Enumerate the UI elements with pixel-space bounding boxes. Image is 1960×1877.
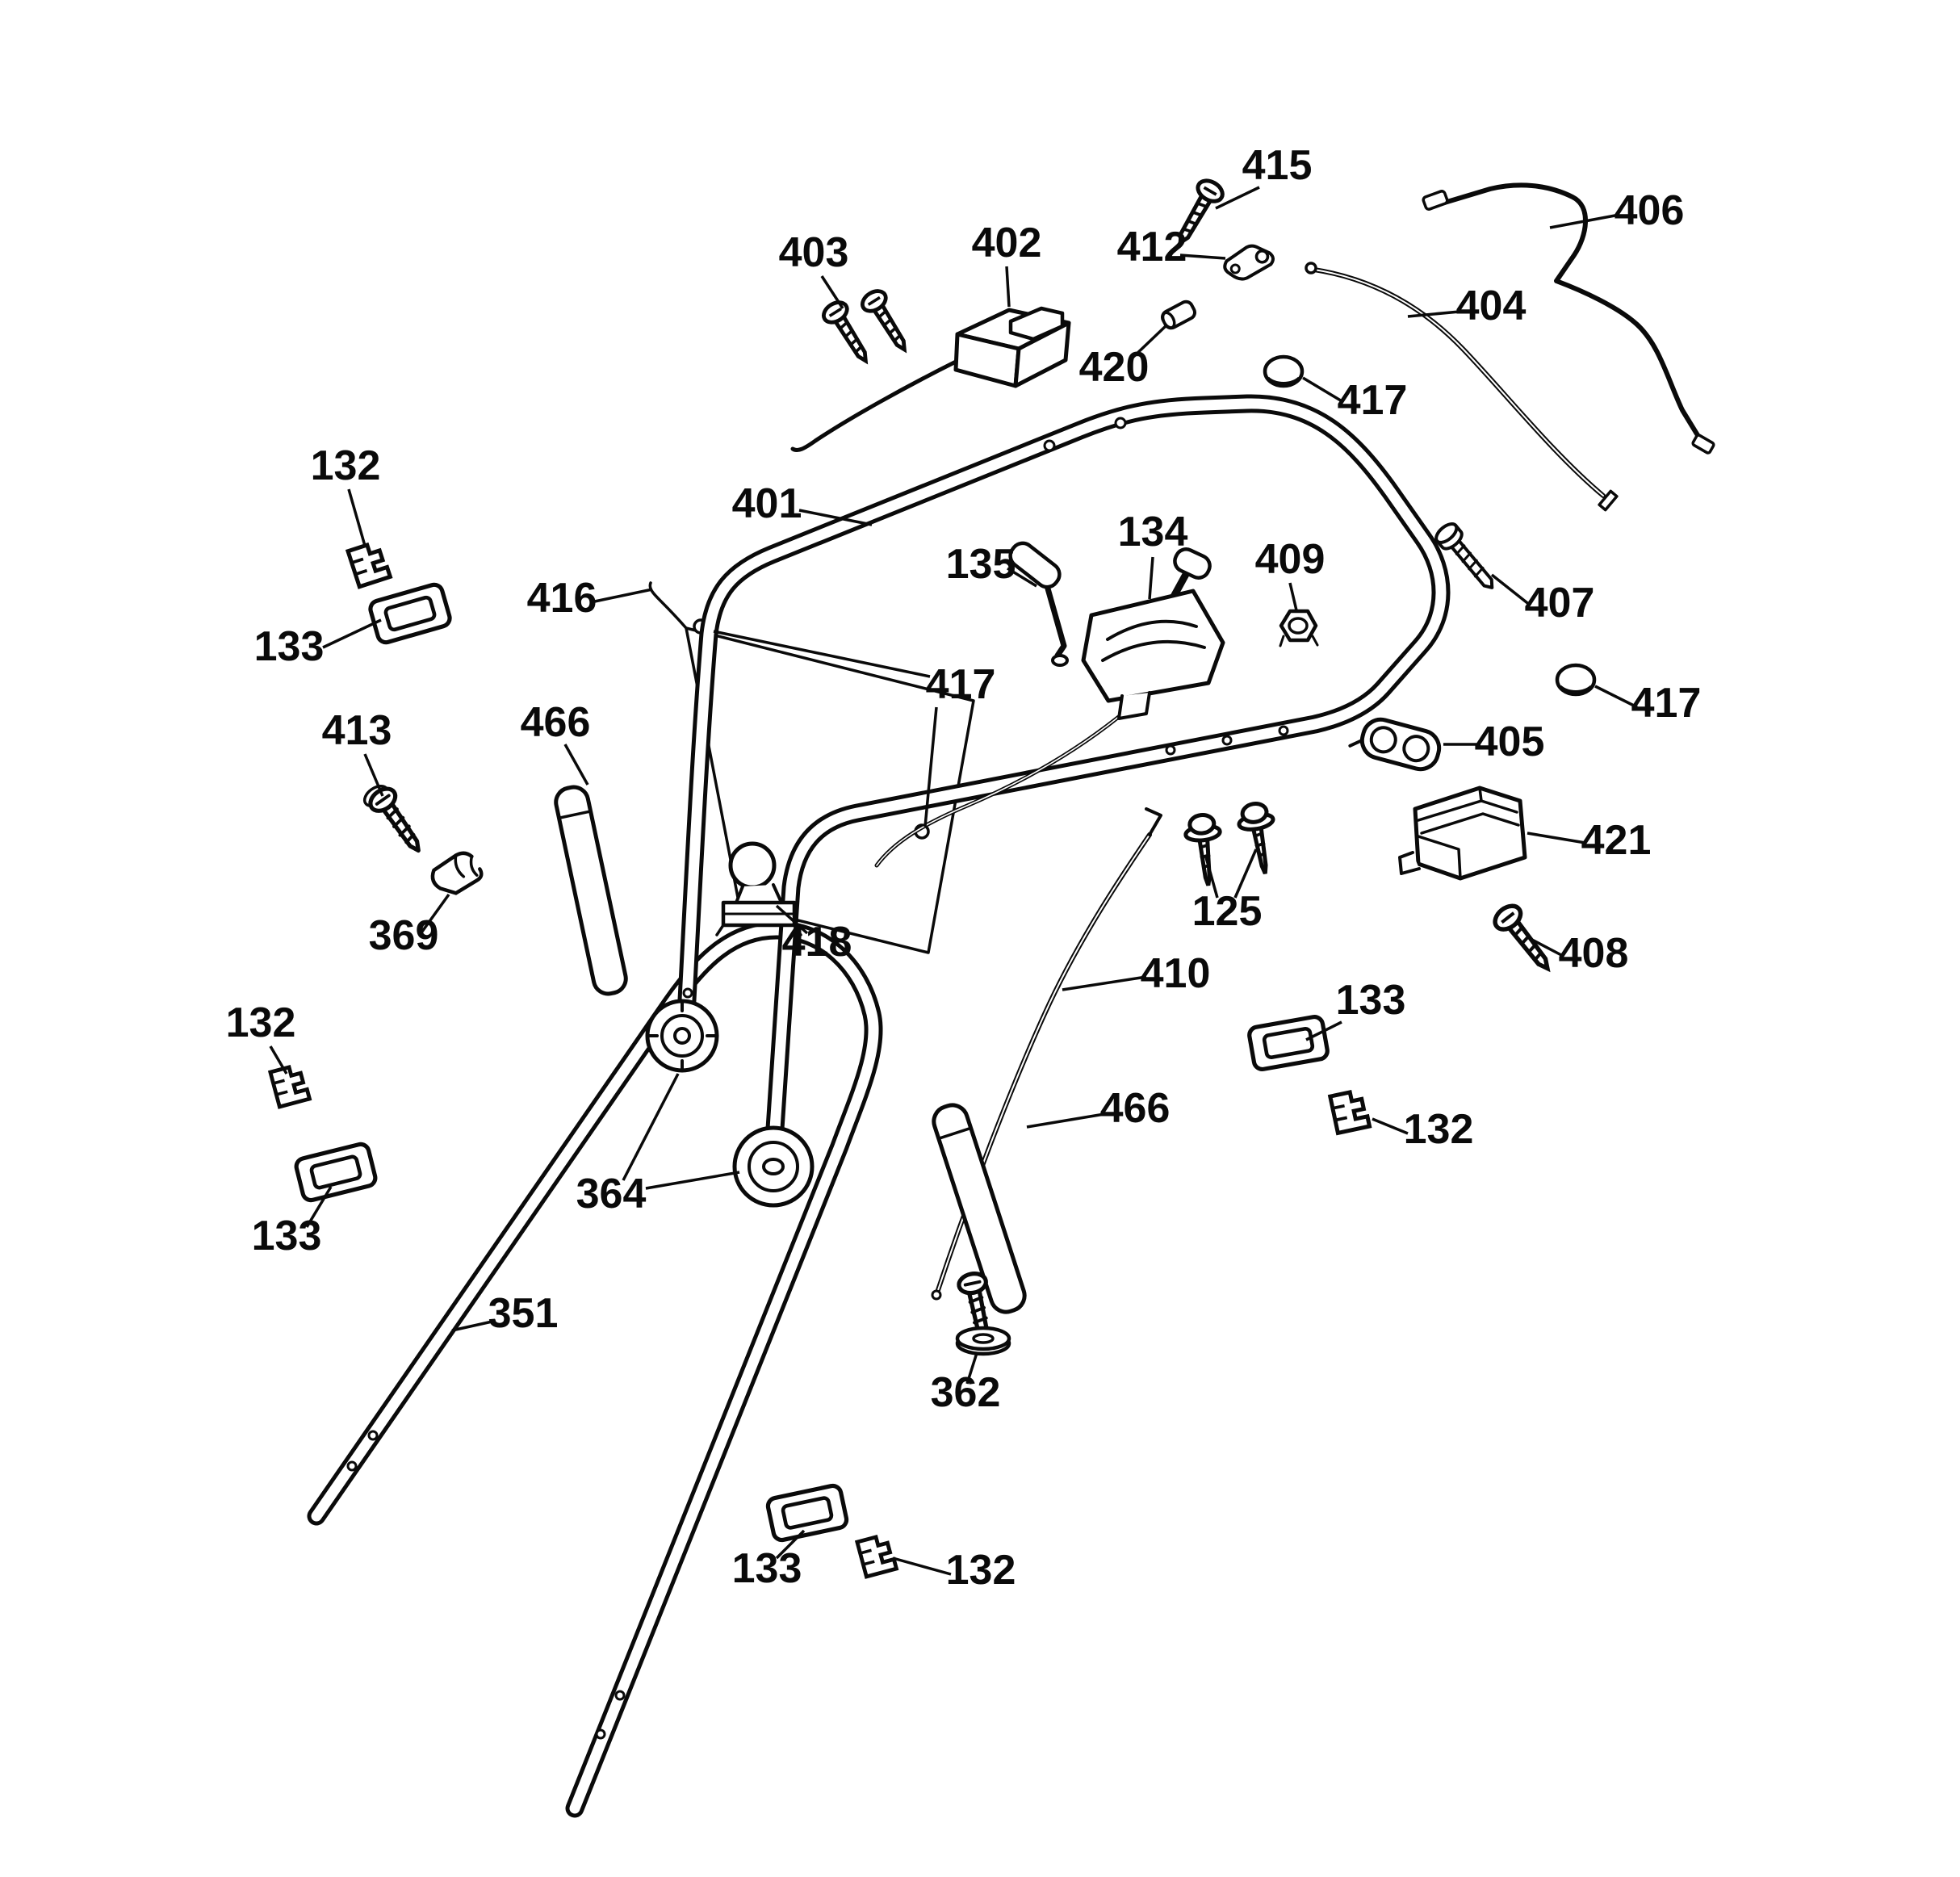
plate-133-midleft — [295, 1142, 377, 1202]
cable-404 — [1305, 262, 1619, 512]
grip-466-right — [932, 1103, 1027, 1314]
knob-364-lower — [732, 1125, 815, 1208]
cap-417-top — [1265, 357, 1302, 386]
part-label-402: 402 — [972, 220, 1042, 266]
part-label-125: 125 — [1192, 888, 1263, 935]
part-label-407: 407 — [1525, 580, 1595, 626]
plate-133-bottom — [767, 1485, 848, 1542]
part-label-404: 404 — [1456, 283, 1527, 329]
plate-133-topleft — [368, 583, 451, 644]
screw-125-b — [1236, 801, 1282, 877]
part-label-418: 418 — [782, 919, 852, 966]
part-label-405: 405 — [1475, 719, 1545, 765]
part-label-133-midleft: 133 — [252, 1213, 322, 1259]
screw-362 — [957, 1272, 1011, 1356]
lever-412 — [1223, 244, 1275, 281]
cap-417-right — [1557, 665, 1594, 694]
part-label-413: 413 — [322, 707, 392, 754]
part-label-408: 408 — [1559, 930, 1629, 977]
part-label-466-left: 466 — [521, 699, 591, 746]
part-label-132-right: 132 — [1404, 1106, 1474, 1153]
part-label-351: 351 — [488, 1290, 559, 1337]
upper-handle-401 — [675, 394, 1451, 1163]
part-label-401: 401 — [732, 480, 802, 527]
clip-132-right — [1330, 1090, 1370, 1133]
part-label-135: 135 — [946, 541, 1016, 588]
lower-handle-351 — [307, 920, 883, 1818]
part-label-134: 134 — [1118, 509, 1188, 555]
clip-369 — [430, 851, 484, 895]
part-label-369: 369 — [369, 912, 439, 959]
lever-135 — [1008, 541, 1069, 667]
part-label-417-right: 417 — [1631, 680, 1702, 727]
part-label-364: 364 — [576, 1171, 647, 1217]
part-label-409: 409 — [1255, 536, 1326, 583]
part-label-466-right: 466 — [1100, 1085, 1171, 1132]
part-label-132-topleft: 132 — [311, 442, 381, 489]
clip-132-midleft — [270, 1064, 310, 1107]
clamp-405 — [1348, 717, 1442, 772]
screw-413 — [362, 782, 429, 859]
knob-364-upper — [645, 999, 719, 1073]
spacer-420 — [1160, 300, 1197, 330]
plate-133-right — [1248, 1016, 1329, 1070]
part-label-410: 410 — [1141, 950, 1211, 997]
screw-408 — [1491, 901, 1559, 977]
part-label-403: 403 — [779, 229, 849, 276]
part-label-362: 362 — [931, 1369, 1001, 1416]
leader-lines — [269, 186, 1638, 1576]
clip-132-topleft — [348, 541, 390, 586]
part-label-133-topleft: 133 — [254, 623, 325, 670]
part-label-415: 415 — [1242, 142, 1313, 189]
tube-holes — [346, 417, 1289, 1740]
part-label-406: 406 — [1614, 187, 1685, 234]
clip-132-bottom — [857, 1534, 897, 1577]
rod-406 — [1422, 182, 1715, 455]
part-label-133-bottom: 133 — [732, 1545, 802, 1592]
clip-418 — [715, 841, 802, 936]
switch-box-402 — [790, 306, 1071, 453]
part-label-420: 420 — [1079, 344, 1150, 391]
part-label-133-right: 133 — [1336, 977, 1406, 1024]
part-labels: 415 406 403 402 412 404 420 417 132 401 … — [226, 142, 1702, 1594]
part-label-417-mid: 417 — [926, 661, 996, 708]
screw-403-b — [859, 287, 915, 356]
throttle-cable — [874, 706, 1131, 868]
bolt-407 — [1434, 522, 1494, 589]
throttle-control-134 — [1081, 547, 1225, 720]
screw-125-a — [1184, 813, 1225, 886]
part-label-417-top: 417 — [1338, 377, 1408, 424]
part-label-416: 416 — [527, 575, 597, 622]
grip-466-left — [554, 785, 628, 996]
nut-409 — [1279, 609, 1319, 647]
bracket-421 — [1398, 786, 1527, 881]
part-label-421: 421 — [1581, 817, 1652, 864]
part-label-132-bottom: 132 — [946, 1547, 1016, 1594]
part-label-132-midleft: 132 — [226, 999, 296, 1046]
part-label-412: 412 — [1117, 224, 1187, 270]
